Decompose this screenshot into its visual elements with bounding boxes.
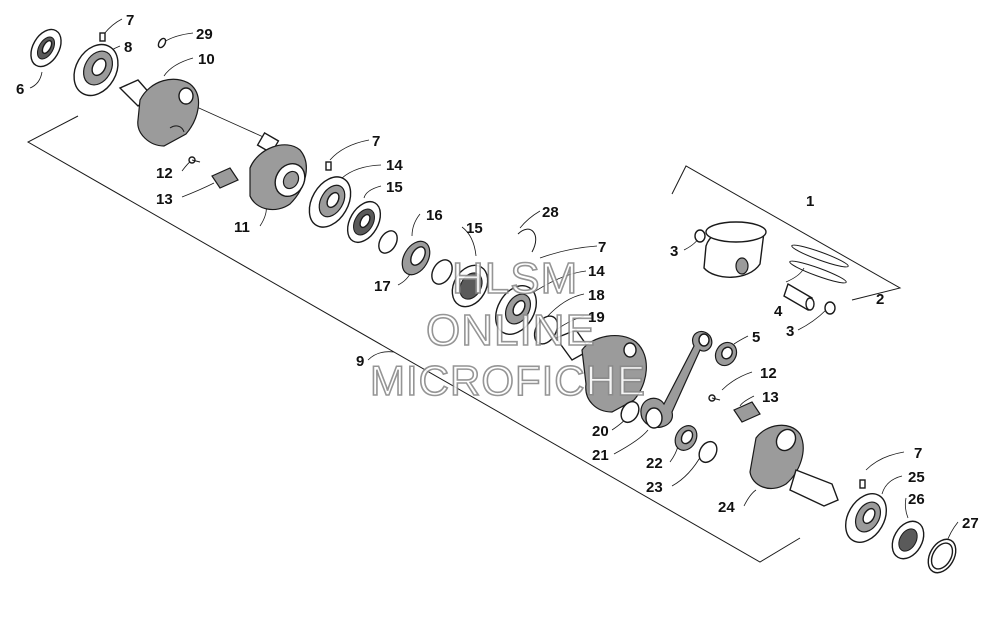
needle-bearing-part-22 bbox=[674, 425, 698, 451]
connecting-rod-part-21 bbox=[640, 331, 713, 429]
circlip-part-3-right bbox=[824, 301, 836, 315]
callout-8: 8 bbox=[124, 39, 132, 56]
callout-11: 11 bbox=[234, 219, 250, 236]
crankshaft-half-lower bbox=[554, 329, 647, 413]
callout-29: 29 bbox=[196, 26, 213, 43]
callout-23: 23 bbox=[646, 479, 663, 496]
callout-13: 13 bbox=[762, 389, 779, 406]
callout-25: 25 bbox=[908, 469, 925, 486]
callout-labels: 7 29 8 10 6 7 14 12 15 13 11 16 28 15 7 … bbox=[16, 12, 979, 532]
piston-part-1 bbox=[703, 221, 767, 278]
callout-24: 24 bbox=[718, 499, 735, 516]
callout-19: 19 bbox=[588, 309, 605, 326]
ball-bearing-part-14-upper bbox=[308, 176, 352, 228]
callout-16: 16 bbox=[426, 207, 443, 224]
watermark: HLSM ONLINE MICROFICHE bbox=[369, 253, 646, 405]
ring-part-16 bbox=[378, 230, 398, 254]
callout-12: 12 bbox=[156, 165, 173, 182]
key-part-13-left bbox=[211, 167, 239, 189]
piston-ring-part-2 bbox=[789, 244, 849, 284]
callout-2: 2 bbox=[876, 291, 884, 308]
svg-text:HLSM: HLSM bbox=[452, 254, 578, 303]
o-ring-part-27 bbox=[927, 538, 957, 574]
callout-21: 21 bbox=[592, 447, 609, 464]
callout-14: 14 bbox=[588, 263, 605, 280]
crank-web-part-24 bbox=[749, 424, 839, 507]
callout-27: 27 bbox=[962, 515, 979, 532]
crankshaft-group-bracket bbox=[26, 115, 801, 563]
callout-28: 28 bbox=[542, 204, 559, 221]
callout-7: 7 bbox=[598, 239, 606, 256]
callout-14: 14 bbox=[386, 157, 403, 174]
seal-part-15-upper bbox=[346, 201, 382, 243]
key-part-13-right bbox=[733, 401, 761, 423]
callout-20: 20 bbox=[592, 423, 609, 440]
leader-lines bbox=[29, 18, 959, 545]
callout-22: 22 bbox=[646, 455, 663, 472]
ring-part-19 bbox=[533, 315, 559, 345]
callout-3: 3 bbox=[670, 243, 678, 260]
dowel-pin-part-7-top bbox=[99, 32, 106, 42]
roller-bearing-part-25 bbox=[845, 493, 887, 543]
svg-text:ONLINE: ONLINE bbox=[426, 306, 596, 355]
oil-seal-part-26 bbox=[891, 520, 925, 560]
pin-part-12-right bbox=[708, 394, 721, 402]
ball-bearing-part-18 bbox=[495, 285, 537, 335]
snap-ring-part-28 bbox=[517, 228, 537, 253]
callout-10: 10 bbox=[198, 51, 215, 68]
callout-5: 5 bbox=[752, 329, 760, 346]
gear-part-17 bbox=[401, 240, 431, 276]
callout-7: 7 bbox=[126, 12, 134, 29]
callout-17: 17 bbox=[374, 278, 391, 295]
crank-web-part-11 bbox=[249, 131, 307, 211]
woodruff-key-part-29 bbox=[157, 37, 167, 49]
callout-15: 15 bbox=[466, 220, 483, 237]
crankshaft-half-part-10 bbox=[118, 78, 200, 147]
callout-15: 15 bbox=[386, 179, 403, 196]
callout-13: 13 bbox=[156, 191, 173, 208]
dowel-pin-part-7-mid bbox=[325, 161, 332, 171]
callout-9: 9 bbox=[356, 353, 364, 370]
piston-pin-part-4 bbox=[783, 282, 815, 312]
callout-3: 3 bbox=[786, 323, 794, 340]
callout-6: 6 bbox=[16, 81, 24, 98]
dowel-pin-part-7-bottom bbox=[859, 479, 866, 489]
pin-part-12-left bbox=[188, 156, 201, 164]
svg-text:MICROFICHE: MICROFICHE bbox=[370, 357, 646, 404]
callout-12: 12 bbox=[760, 365, 777, 382]
callout-1: 1 bbox=[806, 193, 814, 210]
callout-18: 18 bbox=[588, 287, 605, 304]
piston-group-bracket bbox=[671, 165, 902, 301]
callout-7: 7 bbox=[372, 133, 380, 150]
callout-26: 26 bbox=[908, 491, 925, 508]
oil-seal-part-6 bbox=[30, 28, 62, 68]
ball-bearing-part-8 bbox=[73, 43, 119, 97]
thrust-washer-part-20 bbox=[620, 400, 640, 424]
circlip-part-3-left bbox=[694, 229, 706, 243]
seal-part-14-lower bbox=[451, 264, 489, 308]
callout-7: 7 bbox=[914, 445, 922, 462]
needle-bearing-part-5 bbox=[714, 341, 738, 367]
callout-4: 4 bbox=[774, 303, 783, 320]
thrust-washer-part-23 bbox=[698, 440, 718, 464]
ring-part-15-lower bbox=[431, 259, 453, 285]
